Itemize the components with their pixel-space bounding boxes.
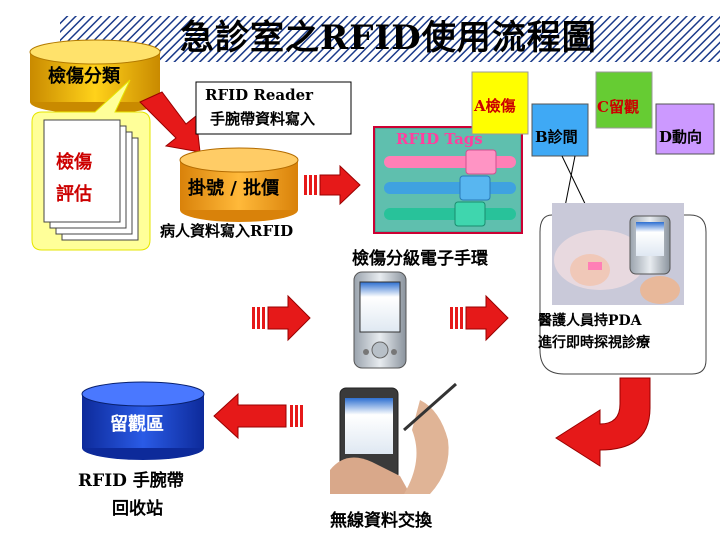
paper-stack-icon bbox=[43, 119, 139, 241]
arrow-to-bedside bbox=[450, 294, 509, 342]
arrow-to-observation bbox=[213, 392, 303, 440]
handheld-pda-icon bbox=[353, 271, 407, 369]
observation-database-icon bbox=[81, 381, 205, 460]
reader-label-line2: 手腕帶資料寫入 bbox=[210, 110, 316, 128]
observation-db-label: 留觀區 bbox=[110, 414, 164, 435]
reader-label-line1: RFID Reader bbox=[205, 86, 314, 104]
wristband-label: 檢傷分級電子手環 bbox=[352, 249, 488, 269]
recycle-label-line1: RFID 手腕帶 bbox=[78, 471, 184, 491]
patient-write-label: 病人資料寫入RFID bbox=[160, 222, 294, 240]
pda-label-line2: 進行即時探視診療 bbox=[538, 335, 650, 351]
arrow-register-to-tags bbox=[304, 164, 361, 206]
bedside-pda-photo bbox=[552, 203, 684, 305]
triage-eval-line1: 檢傷 bbox=[56, 152, 92, 173]
curved-return-arrow bbox=[555, 377, 651, 467]
recycle-label-line2: 回收站 bbox=[112, 499, 163, 519]
title-bar-hatch bbox=[60, 16, 720, 62]
pda-label-line1: 醫護人員持PDA bbox=[538, 313, 642, 329]
wireless-label: 無線資料交換 bbox=[330, 511, 432, 531]
tags-caption: RFID Tags bbox=[396, 130, 483, 148]
rfid-tags-photo bbox=[373, 126, 523, 234]
zone-d-note bbox=[655, 103, 715, 155]
reader-box bbox=[195, 81, 352, 135]
hand-with-pda-photo bbox=[328, 382, 464, 494]
zone-c-note bbox=[595, 71, 653, 129]
arrow-to-pda bbox=[252, 294, 311, 342]
register-db-label: 掛號 / 批價 bbox=[188, 178, 280, 199]
zone-c-label: C留觀 bbox=[597, 98, 639, 116]
zone-a-note bbox=[471, 71, 529, 135]
page-title: 急診室之RFID使用流程圖 bbox=[180, 18, 597, 58]
zone-b-label: B診間 bbox=[535, 128, 578, 146]
triage-db-label: 檢傷分類 bbox=[48, 66, 120, 87]
register-database-icon bbox=[179, 147, 299, 222]
zone-a-label: A檢傷 bbox=[474, 97, 516, 115]
zone-b-note bbox=[531, 103, 589, 157]
zone-d-label: D動向 bbox=[659, 128, 703, 146]
triage-eval-line2: 評估 bbox=[56, 184, 92, 205]
triage-database-icon bbox=[29, 39, 161, 114]
